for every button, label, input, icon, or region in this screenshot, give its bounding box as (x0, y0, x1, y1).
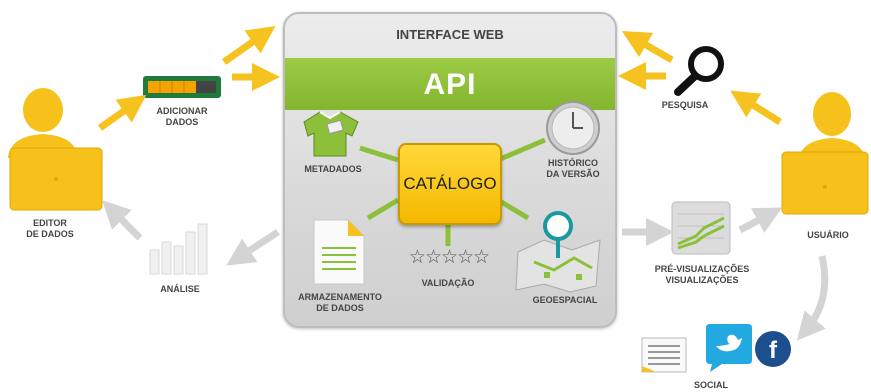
progress-bar-icon (143, 76, 221, 98)
arrow-analysis-to-editor (102, 200, 143, 241)
svg-text:f: f (769, 337, 778, 364)
rating-stars: ☆☆☆☆☆ (408, 246, 490, 268)
user-person-icon (781, 92, 869, 215)
validation-label: VALIDAÇÃO (421, 278, 475, 288)
shirt-tag-icon (303, 111, 359, 157)
user-label: USUÁRIO (807, 230, 849, 240)
arrows-left (97, 25, 280, 266)
editor-person-icon (8, 88, 103, 211)
arrow-editor-to-add (97, 94, 147, 131)
arrow-add-to-interface-top (221, 25, 276, 65)
metadata-label: METADADOS (304, 164, 362, 174)
arrow-previews-to-user (738, 207, 783, 234)
analysis-label: ANÁLISE (160, 284, 200, 294)
catalog-box: CATÁLOGO (398, 143, 502, 225)
visualization-icon (671, 201, 731, 255)
document-lines-icon (641, 337, 687, 373)
arrow-user-to-social (796, 255, 829, 341)
geospatial-label: GEOESPACIAL (532, 295, 598, 305)
api-label: API (423, 68, 477, 101)
web-interface-title: INTERFACE WEB (396, 27, 504, 42)
api-bar: API (285, 58, 615, 110)
search-icon (674, 46, 724, 96)
arrow-search-to-interface-top (621, 30, 674, 64)
clock-icon (546, 101, 600, 155)
twitter-bird-icon (706, 324, 752, 372)
document-icon (313, 219, 365, 285)
facebook-icon: f (755, 331, 791, 367)
arrow-user-to-search (730, 90, 782, 125)
social-label: SOCIAL (693, 380, 728, 390)
search-label: PESQUISA (661, 100, 709, 110)
bar-chart-icon (149, 223, 208, 275)
map-pin-icon (515, 211, 601, 293)
catalog-label: CATÁLOGO (403, 174, 497, 193)
arrow-storage-to-analysis (226, 229, 280, 266)
